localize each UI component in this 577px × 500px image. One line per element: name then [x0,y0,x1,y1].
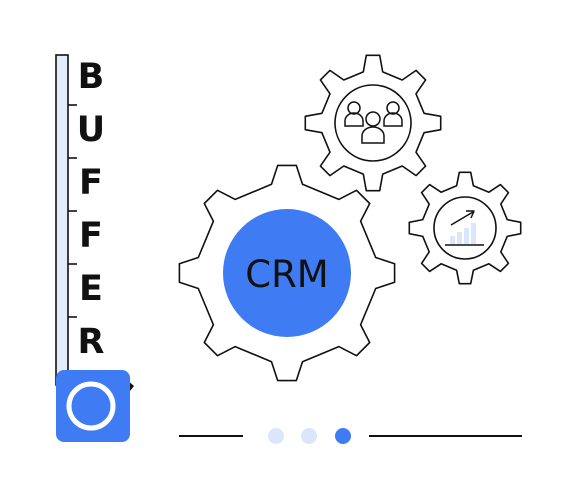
word-letter: R [78,322,105,362]
vertical-word: B U F F E R [77,57,105,362]
word-letter: E [79,269,103,309]
pager-dot[interactable] [268,428,284,444]
word-letter: U [77,110,105,150]
pager [179,428,522,444]
tape-ruler [55,54,69,386]
people-icon [344,101,403,144]
word-letter: F [79,216,103,256]
ruler-ticks [68,104,77,318]
word-letter: F [79,163,103,203]
pager-dot-active[interactable] [335,428,351,444]
crm-label: CRM [245,253,328,296]
growth-chart-icon [445,210,484,246]
word-letter: B [78,57,105,97]
crm-badge [223,209,351,337]
pager-dot[interactable] [301,428,317,444]
tape-housing-ring-icon [66,381,116,431]
tape-measure [55,54,134,442]
